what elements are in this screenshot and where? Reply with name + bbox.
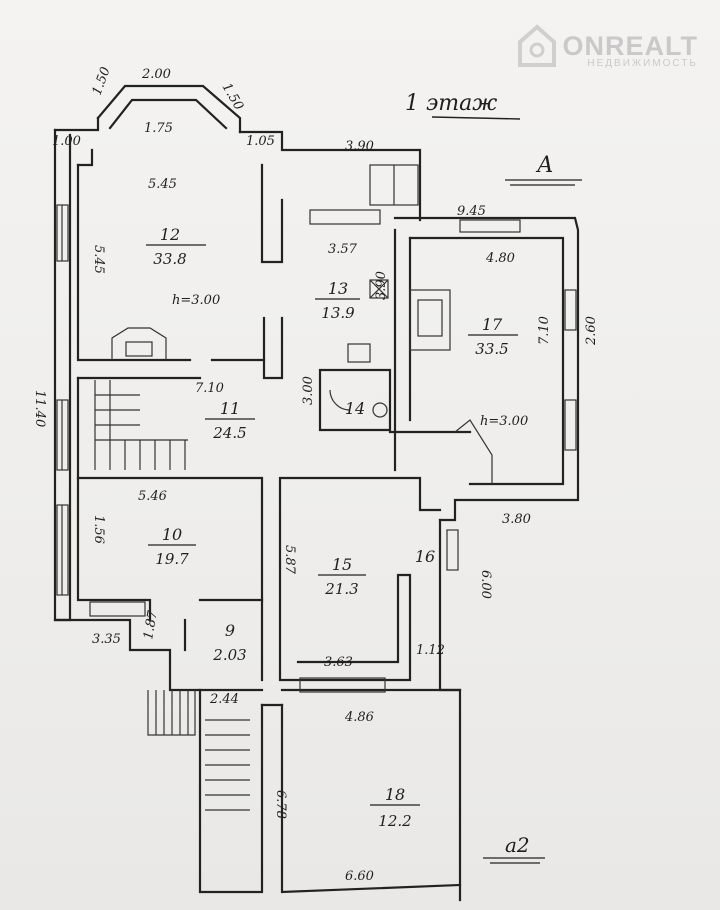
dimension: 2.44 xyxy=(209,692,239,707)
fireplaces xyxy=(111,279,493,484)
dimension: 3.90 xyxy=(374,271,389,300)
room-17: 17 33.5 xyxy=(468,315,518,358)
room-area: 24.5 xyxy=(212,424,246,442)
floor-title: 1 этаж xyxy=(405,91,497,116)
dimension: 7.10 xyxy=(537,316,552,345)
room-number: 13 xyxy=(328,279,348,298)
room-area: 13.9 xyxy=(321,304,355,322)
dimension: 11.40 xyxy=(32,390,47,427)
dimension: 2.00 xyxy=(141,67,171,82)
room-18: 18 12.2 xyxy=(370,785,420,830)
dimension: 1.56 xyxy=(91,515,106,544)
axis-mark-a: А xyxy=(535,153,554,178)
room-number: 17 xyxy=(482,315,503,334)
dimension: 3.80 xyxy=(502,512,531,527)
dimension: 3.63 xyxy=(324,655,353,670)
dimension: 4.86 xyxy=(344,710,374,725)
room-16: 16 xyxy=(415,547,435,566)
room-number: 15 xyxy=(332,555,352,574)
room-10: 10 19.7 xyxy=(148,525,196,568)
room-area: 33.5 xyxy=(475,340,508,358)
room-14: 14 xyxy=(345,399,365,418)
room-15: 15 21.3 xyxy=(318,555,366,598)
room-number: 18 xyxy=(385,785,405,804)
room-12: 12 33.8 xyxy=(146,225,206,268)
walls xyxy=(53,84,580,902)
stairs xyxy=(94,380,250,811)
dimension: 6.60 xyxy=(345,869,374,884)
room-number: 14 xyxy=(345,399,365,418)
dimension: 9.45 xyxy=(457,204,486,219)
dimension: 3.35 xyxy=(92,632,121,647)
onrealt-watermark: ONREALT НЕДВИЖИМОСТЬ xyxy=(517,22,699,70)
dimension: 1.50 xyxy=(90,65,114,97)
watermark-subtitle: НЕДВИЖИМОСТЬ xyxy=(587,58,698,69)
ceiling-height-left: h=3.00 xyxy=(172,293,220,308)
watermark-brand: ONREALT xyxy=(562,30,698,61)
room-number: 9 xyxy=(225,621,235,640)
dimension: 1.87 xyxy=(141,609,161,641)
dimension: 1.00 xyxy=(52,134,81,149)
room-area: 21.3 xyxy=(324,580,358,598)
room-number: 12 xyxy=(160,225,180,244)
dimension: 6.78 xyxy=(273,790,288,819)
room-11: 11 24.5 xyxy=(205,399,255,442)
dimension: 1.05 xyxy=(246,134,275,149)
dimension: 4.80 xyxy=(485,251,515,266)
dimension: 3.00 xyxy=(301,376,316,405)
room-area: 2.03 xyxy=(212,646,246,664)
dimension: 1.12 xyxy=(416,643,445,658)
dimension: 3.90 xyxy=(345,139,374,154)
axis-mark-a2: а2 xyxy=(505,833,530,857)
room-area: 12.2 xyxy=(378,812,411,830)
house-icon xyxy=(517,24,556,67)
room-number: 16 xyxy=(415,547,435,566)
ceiling-height-right: h=3.00 xyxy=(480,414,528,429)
dimension-labels: 2.00 1.50 1.50 1.75 1.00 1.05 3.90 5.45 … xyxy=(32,65,599,884)
dimension: 1.50 xyxy=(219,81,246,114)
dimension: 5.45 xyxy=(148,177,177,192)
dimension: 5.45 xyxy=(91,245,106,274)
room-number: 10 xyxy=(162,525,182,544)
room-labels: 12 33.8 13 13.9 17 33.5 11 24.5 14 10 19… xyxy=(146,225,518,830)
dimension: 7.10 xyxy=(195,381,224,396)
dimension: 5.46 xyxy=(138,489,167,504)
annotations: 1 этаж А а2 h=3.00 h=3.00 xyxy=(172,91,582,864)
room-area: 19.7 xyxy=(155,550,189,568)
dimension: 2.60 xyxy=(584,316,599,346)
dimension: 3.57 xyxy=(328,242,358,257)
room-area: 33.8 xyxy=(153,250,186,268)
dimension: 1.75 xyxy=(144,121,173,136)
room-13: 13 13.9 xyxy=(315,279,360,322)
room-9: 9 2.03 xyxy=(212,621,246,664)
dimension: 5.87 xyxy=(282,545,297,575)
dimension: 6.00 xyxy=(478,570,493,599)
room-number: 11 xyxy=(220,399,240,418)
windows xyxy=(56,164,577,693)
